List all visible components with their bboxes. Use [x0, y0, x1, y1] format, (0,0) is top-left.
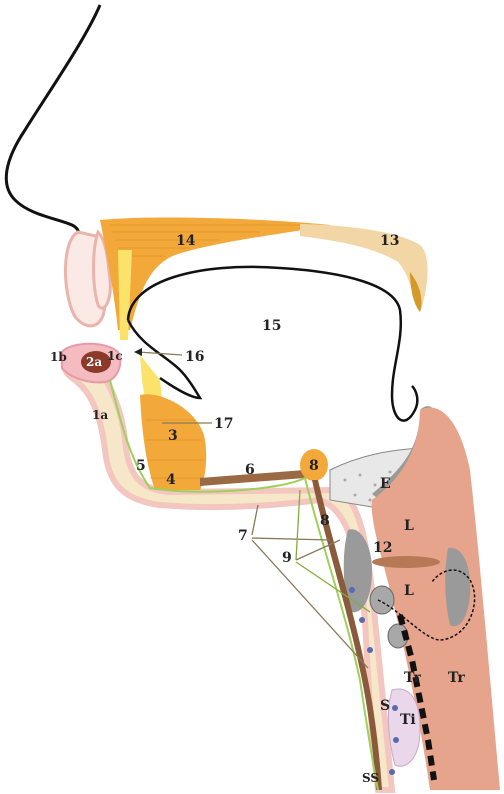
label-15: 15 — [262, 318, 281, 334]
label-4: 4 — [166, 472, 176, 488]
soft-palate-13 — [300, 224, 428, 312]
label-12: 12 — [373, 540, 392, 556]
oral-cavity-outline — [128, 267, 417, 421]
label-2a: 2a — [86, 355, 102, 369]
face-profile-outline — [6, 5, 100, 238]
label-14: 14 — [176, 233, 196, 249]
leader-7b — [252, 538, 330, 540]
label-9: 9 — [282, 550, 292, 566]
label-8-hyoid: 8 — [309, 458, 319, 474]
label-S: S — [380, 698, 390, 714]
label-L-lower: L — [404, 583, 414, 599]
maxilla-hard-palate — [100, 218, 330, 330]
label-Ti: Ti — [400, 712, 416, 728]
label-6: 6 — [245, 462, 255, 478]
label-13: 13 — [380, 233, 399, 249]
label-7: 7 — [238, 528, 248, 544]
label-17: 17 — [214, 416, 233, 432]
label-1b: 1b — [50, 350, 67, 364]
label-16: 16 — [185, 349, 204, 365]
label-3: 3 — [168, 428, 178, 444]
label-1c: 1c — [107, 349, 123, 363]
label-Tr-inner: Tr — [404, 670, 421, 686]
tracheal-ring-upper — [370, 586, 394, 614]
vocal-fold-12 — [372, 556, 440, 568]
label-L-upper: L — [404, 518, 414, 534]
label-1a: 1a — [92, 408, 108, 422]
label-Tr-outer: Tr — [448, 670, 465, 686]
arrow-16 — [134, 348, 142, 356]
label-8-lower: 8 — [320, 513, 330, 529]
label-5: 5 — [136, 458, 146, 474]
leader-7a — [252, 505, 258, 535]
label-SS: SS — [362, 771, 379, 785]
label-E: E — [380, 476, 391, 492]
